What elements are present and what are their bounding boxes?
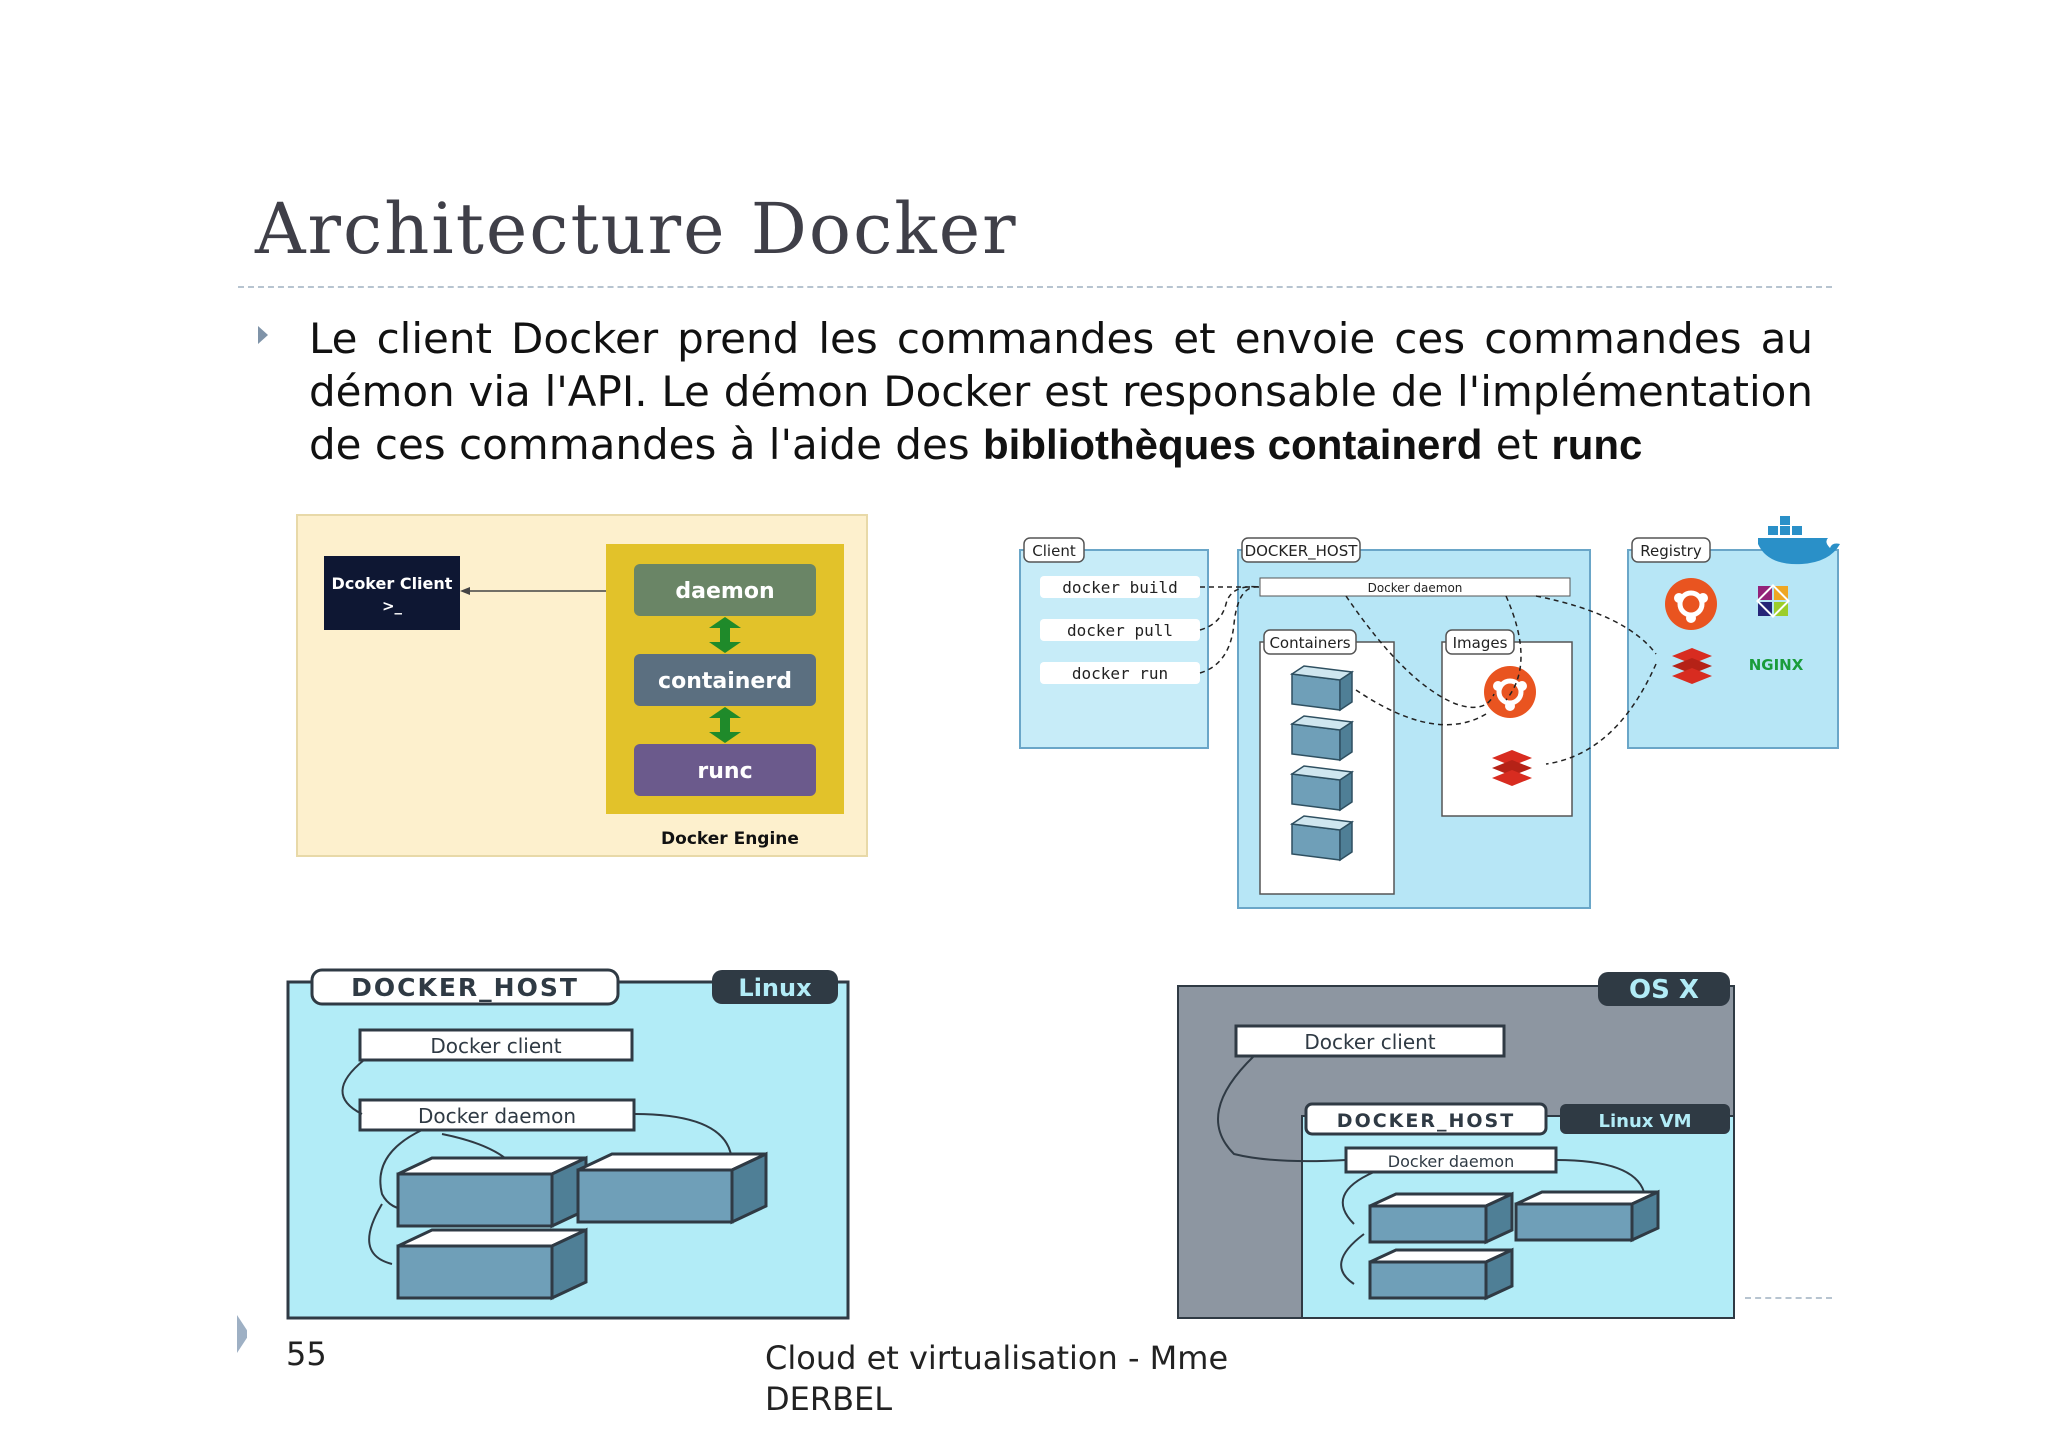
linux-host-diagram: DOCKER_HOST Linux Docker client Docker d… — [286, 968, 850, 1320]
redis-registry-icon — [1672, 648, 1712, 684]
bullet-text-2: et — [1482, 420, 1552, 469]
daemon-bar-label: Docker daemon — [1368, 581, 1463, 595]
bullet-arrow-icon — [258, 326, 268, 344]
bullet-text-1: Le client Docker prend les commandes et … — [309, 314, 1813, 469]
linux-host-title: DOCKER_HOST — [351, 973, 579, 1002]
centos-icon — [1756, 584, 1790, 618]
bullet-bold-1: bibliothèques containerd — [983, 421, 1483, 468]
osx-daemon-label: Docker daemon — [1388, 1152, 1514, 1171]
slide-title: Architecture Docker — [255, 188, 1018, 270]
client-title: Client — [1032, 542, 1076, 560]
osx-client-label: Docker client — [1304, 1030, 1435, 1054]
bullet-bold-2: runc — [1551, 421, 1643, 468]
linux-vm-badge: Linux VM — [1599, 1111, 1692, 1132]
page-number: 55 — [286, 1335, 327, 1373]
docker-architecture-diagram: Client docker build docker pull docker r… — [1019, 516, 1840, 909]
ubuntu-icon — [1484, 666, 1536, 718]
daemon-label: daemon — [675, 579, 774, 604]
title-divider — [238, 286, 1832, 288]
runc-label: runc — [697, 759, 752, 784]
engine-label: Docker Engine — [661, 829, 799, 849]
flow-arrows — [1199, 585, 1657, 765]
linux-daemon-label: Docker daemon — [418, 1104, 576, 1128]
osx-badge: OS X — [1629, 975, 1699, 1005]
linux-daemon-box — [358, 1098, 636, 1132]
containerd-label: containerd — [658, 669, 792, 694]
registry-panel — [1627, 549, 1839, 749]
command-build: docker build — [1062, 578, 1178, 597]
redis-icon — [1492, 750, 1532, 786]
ubuntu-registry-icon — [1665, 578, 1717, 630]
osx-host-diagram: OS X Docker client DOCKER_HOST Linux VM … — [1177, 972, 1735, 1319]
terminal-prompt: >_ — [382, 597, 403, 615]
linux-container-icon — [396, 1151, 768, 1301]
docker-client-label: Dcoker Client — [332, 574, 453, 593]
container-icon — [1289, 665, 1355, 862]
footer-arrow-icon — [237, 1315, 247, 1353]
double-arrow-icon — [709, 617, 741, 743]
osx-client-box — [1234, 1024, 1506, 1058]
footer-divider — [1745, 1297, 1832, 1299]
containerd-box — [634, 654, 816, 706]
daemon-box — [634, 564, 816, 616]
docker-engine-diagram: Dcoker Client >_ daemon containerd runc … — [296, 514, 868, 857]
images-title: Images — [1453, 634, 1508, 652]
osx-container-icon — [1368, 1189, 1660, 1301]
registry-title: Registry — [1640, 542, 1702, 560]
runc-box — [634, 744, 816, 796]
command-run: docker run — [1072, 664, 1168, 683]
linux-client-box — [358, 1028, 634, 1062]
footer-text: Cloud et virtualisation - Mme DERBEL — [765, 1339, 1229, 1418]
docker-client-box — [324, 556, 460, 630]
osx-flow-arrows — [1217, 1055, 1645, 1285]
linux-badge: Linux — [738, 974, 812, 1002]
docker-whale-icon — [1758, 516, 1840, 565]
host-title: DOCKER_HOST — [1245, 542, 1359, 561]
command-pull: docker pull — [1067, 621, 1173, 640]
linux-client-label: Docker client — [430, 1034, 561, 1058]
bullet-paragraph: Le client Docker prend les commandes et … — [309, 312, 1813, 512]
nginx-logo: NGINX — [1749, 656, 1804, 674]
osx-host-title: DOCKER_HOST — [1337, 1110, 1515, 1132]
containers-title: Containers — [1269, 634, 1350, 652]
